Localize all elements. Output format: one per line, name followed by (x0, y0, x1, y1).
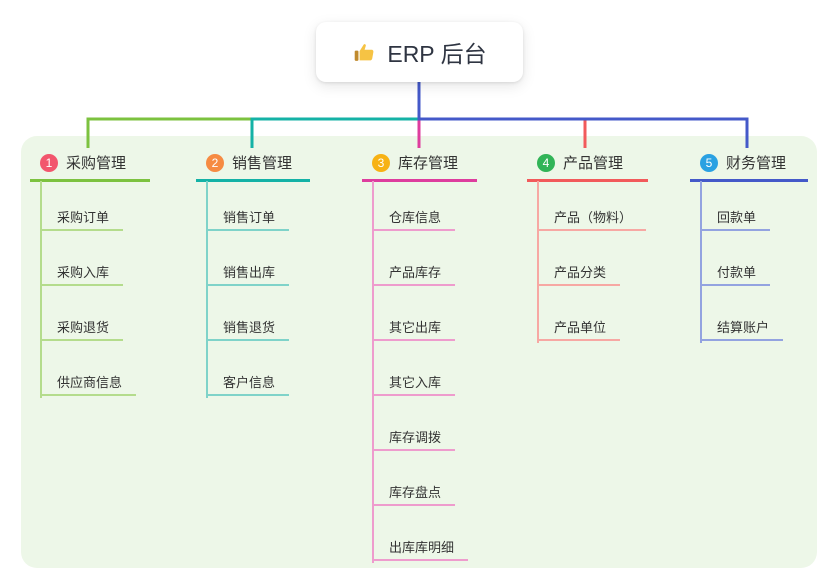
branch-label-purchase: 采购管理 (66, 155, 127, 172)
branch-label-inventory: 库存管理 (398, 155, 459, 172)
branch-node-sales[interactable]: 2 销售管理 (196, 146, 310, 182)
child-node[interactable]: 回款单 (700, 208, 771, 231)
child-node[interactable]: 销售退货 (206, 318, 290, 341)
branch-child-line (700, 181, 702, 343)
root-node-label: ERP 后台 (387, 41, 487, 67)
badge-1: 1 (40, 153, 58, 172)
child-node[interactable]: 销售订单 (206, 208, 290, 231)
root-node-erp[interactable]: ERP 后台 (316, 22, 523, 82)
child-node[interactable]: 采购订单 (40, 208, 124, 231)
child-node[interactable]: 客户信息 (206, 373, 290, 396)
connector-finance (417, 81, 749, 148)
branch-label-finance: 财务管理 (726, 155, 787, 172)
badge-2: 2 (206, 153, 224, 172)
child-node[interactable]: 库存调拨 (372, 428, 456, 451)
child-node[interactable]: 其它出库 (372, 318, 456, 341)
child-node[interactable]: 付款单 (700, 263, 771, 286)
branch-sales: 2 销售管理 销售订单 销售出库 销售退货 客户信息 (196, 0, 310, 588)
branch-label-sales: 销售管理 (232, 155, 293, 172)
branch-node-inventory[interactable]: 3 库存管理 (362, 146, 477, 182)
branch-node-finance[interactable]: 5 财务管理 (690, 146, 808, 182)
branch-child-line (537, 181, 539, 343)
thumbs-up-icon (352, 40, 377, 65)
child-node[interactable]: 产品库存 (372, 263, 456, 286)
branch-product: 4 产品管理 产品（物料） 产品分类 产品单位 (527, 0, 648, 588)
child-node[interactable]: 产品单位 (537, 318, 621, 341)
badge-5: 5 (700, 153, 718, 172)
child-node[interactable]: 采购入库 (40, 263, 124, 286)
child-node[interactable]: 产品分类 (537, 263, 621, 286)
branch-child-line (206, 181, 208, 398)
branch-node-product[interactable]: 4 产品管理 (527, 146, 648, 182)
child-node[interactable]: 采购退货 (40, 318, 124, 341)
child-node[interactable]: 库存盘点 (372, 483, 456, 506)
child-node[interactable]: 仓库信息 (372, 208, 456, 231)
badge-4: 4 (537, 153, 555, 172)
child-node[interactable]: 其它入库 (372, 373, 456, 396)
branch-child-line (40, 181, 42, 398)
child-node[interactable]: 产品（物料） (537, 208, 647, 231)
child-node[interactable]: 结算账户 (700, 318, 784, 341)
branch-node-purchase[interactable]: 1 采购管理 (30, 146, 150, 182)
branch-inventory: 3 库存管理 仓库信息 产品库存 其它出库 其它入库 库存调拨 库存盘点 出库库… (362, 0, 477, 588)
branch-finance: 5 财务管理 回款单 付款单 结算账户 (690, 0, 808, 588)
branch-label-product: 产品管理 (563, 155, 624, 172)
badge-3: 3 (372, 153, 390, 172)
child-node[interactable]: 出库库明细 (372, 538, 469, 561)
child-node[interactable]: 销售出库 (206, 263, 290, 286)
child-node[interactable]: 供应商信息 (40, 373, 137, 396)
mindmap-background (21, 136, 817, 568)
branch-child-line (372, 181, 374, 563)
branch-purchase: 1 采购管理 采购订单 采购入库 采购退货 供应商信息 (30, 0, 150, 588)
